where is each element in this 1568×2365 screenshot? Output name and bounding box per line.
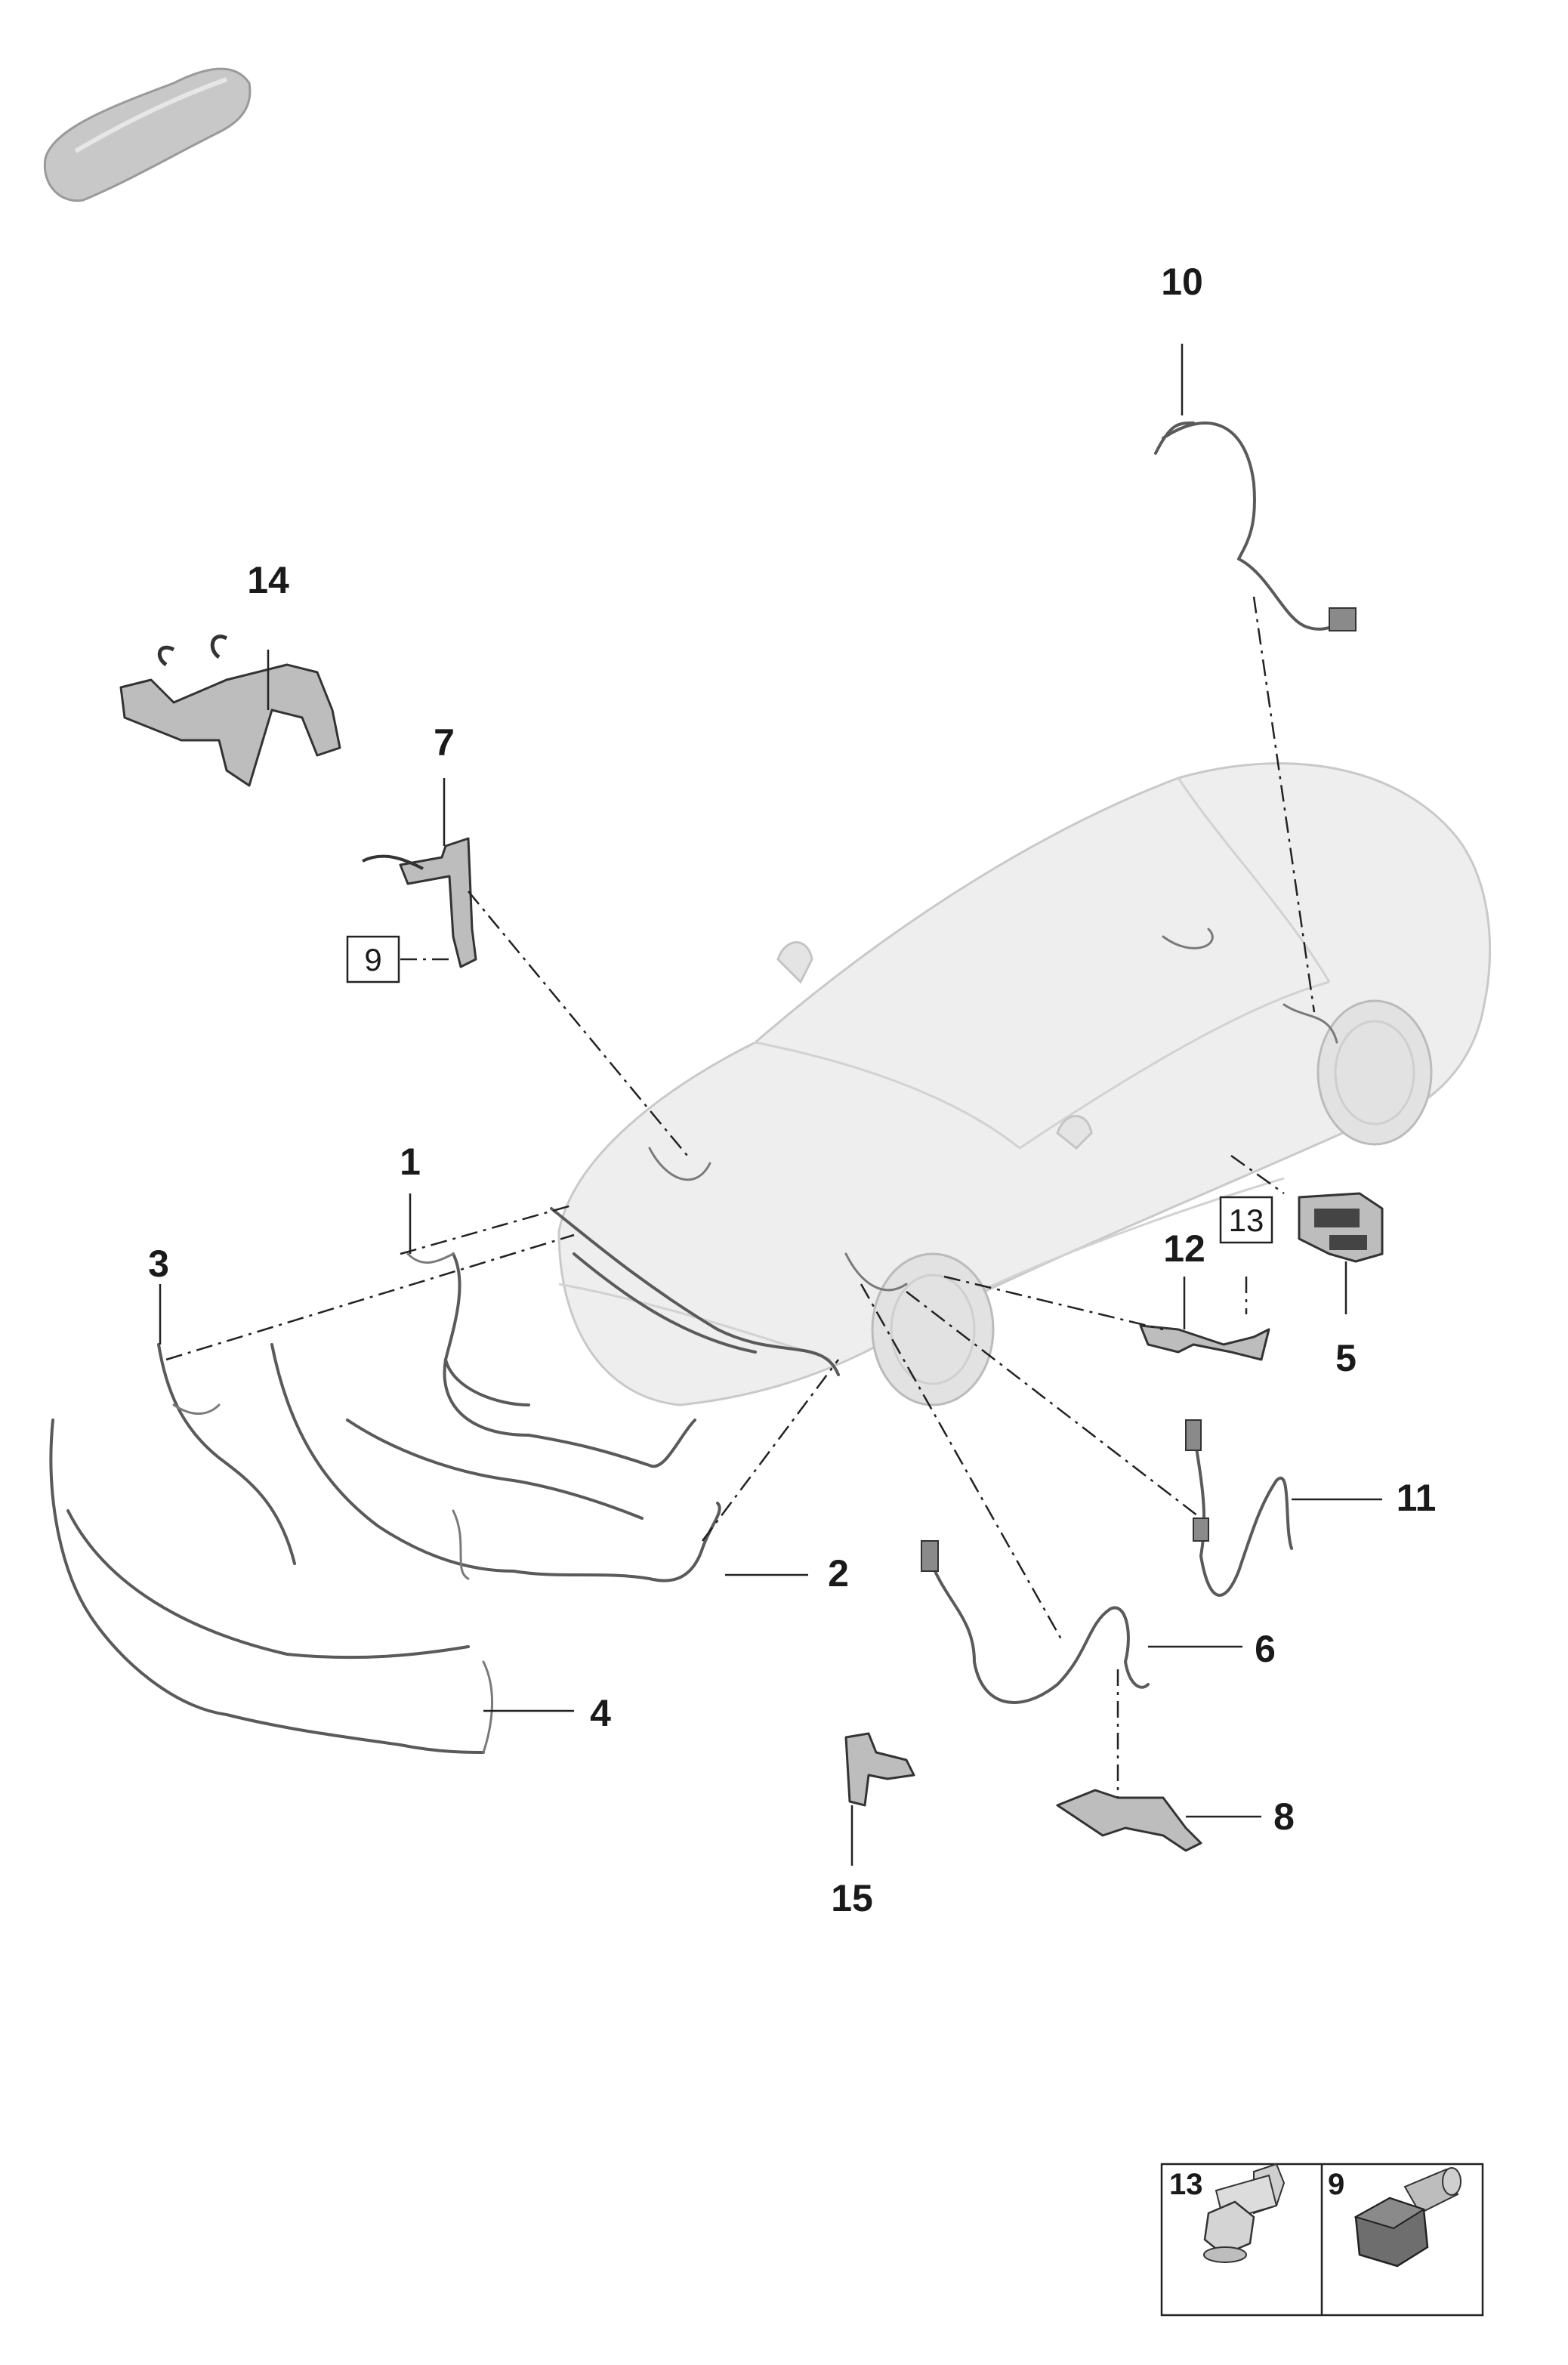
bracket-15[interactable] <box>844 1732 915 1807</box>
bracket-7[interactable] <box>362 837 477 968</box>
wire-10[interactable] <box>1154 421 1357 631</box>
car-silhouette-icon <box>43 67 252 202</box>
wire-6[interactable] <box>921 1540 1150 1704</box>
harness-2[interactable] <box>270 1343 721 1582</box>
legend-label-13: 13 <box>1169 2168 1203 2201</box>
bracket-8[interactable] <box>1056 1789 1202 1852</box>
callout-15: 15 <box>831 1877 873 1919</box>
callout-7: 7 <box>434 721 455 764</box>
callout-11: 11 <box>1397 1477 1437 1519</box>
bracket-14[interactable] <box>119 634 341 787</box>
harness-1[interactable] <box>406 1252 696 1468</box>
callout-3: 3 <box>148 1243 169 1285</box>
leader-lines <box>159 344 1382 1866</box>
hex-bolt-icon <box>1353 2167 1462 2268</box>
boxed-ref-9: 9 <box>346 935 400 983</box>
boxed-ref-13: 13 <box>1219 1196 1273 1244</box>
callout-1: 1 <box>400 1141 421 1183</box>
module-5[interactable] <box>1298 1192 1384 1263</box>
callout-12: 12 <box>1163 1227 1205 1270</box>
flange-bolt-icon <box>1203 2163 1286 2263</box>
svg-text:13: 13 <box>1229 1203 1264 1238</box>
callout-8: 8 <box>1273 1795 1295 1838</box>
callout-4: 4 <box>590 1692 611 1734</box>
wire-11[interactable] <box>1185 1419 1293 1597</box>
callout-6: 6 <box>1255 1628 1276 1670</box>
harness-4[interactable] <box>49 1419 494 1754</box>
callout-10: 10 <box>1161 261 1203 303</box>
legend-label-9: 9 <box>1328 2168 1344 2201</box>
reference-lines <box>165 596 1316 1798</box>
harness-3[interactable] <box>157 1343 296 1565</box>
callout-14: 14 <box>247 559 289 601</box>
bracket-12[interactable] <box>1139 1324 1270 1361</box>
callout-2: 2 <box>828 1552 849 1595</box>
svg-text:9: 9 <box>364 942 381 977</box>
vehicle-body <box>557 762 1492 1406</box>
callout-5: 5 <box>1335 1337 1357 1379</box>
hardware-legend: 13 9 <box>1160 2163 1484 2317</box>
